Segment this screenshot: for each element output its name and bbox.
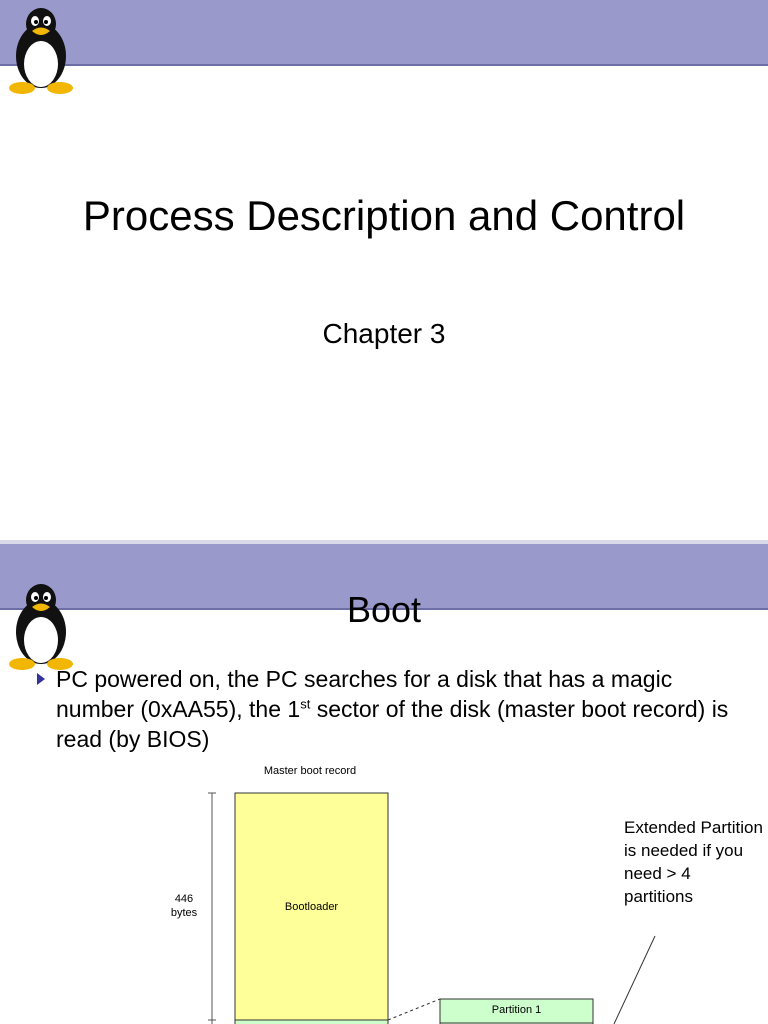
bullet-text-part: sector of the disk (master boot record) … — [56, 696, 729, 752]
connector-line — [387, 998, 441, 1021]
slide-title: Boot — [346, 589, 422, 630]
bullet-item: PC powered on, the PC searches for a dis… — [36, 664, 756, 754]
partition-1-label: Partition 1 — [491, 1004, 542, 1016]
diagram-heading: Master boot record — [263, 765, 357, 777]
bootloader-label: Bootloader — [284, 901, 339, 913]
mbr-diagram — [208, 792, 656, 1024]
slide-subtitle: Chapter 3 — [322, 318, 446, 349]
slide-title: Process Description and Control — [82, 192, 686, 239]
bullet-text: PC powered on, the PC searches for a dis… — [56, 664, 756, 754]
slide-divider — [0, 540, 768, 544]
mbr-partition-entry — [234, 1019, 389, 1024]
ordinal-suffix: st — [300, 696, 311, 712]
title-slide: Process Description and Control Chapter … — [0, 0, 768, 349]
bootloader-box — [234, 792, 389, 1022]
header-band — [0, 0, 768, 66]
header-band — [0, 544, 768, 610]
size-label: 446 bytes — [170, 893, 198, 919]
bullet-text-part: PC powered on, the PC searches for a dis… — [56, 666, 673, 722]
note-pointer-line — [613, 935, 656, 1024]
tux-penguin-icon — [9, 8, 73, 94]
partition-1-box — [439, 998, 594, 1024]
tux-penguin-icon — [9, 584, 73, 670]
triangle-right-icon — [37, 673, 45, 685]
boot-slide: Boot PC powered on, the PC searches for … — [0, 544, 768, 1024]
extended-partition-note: Extended Partition is needed if you need… — [624, 818, 763, 906]
